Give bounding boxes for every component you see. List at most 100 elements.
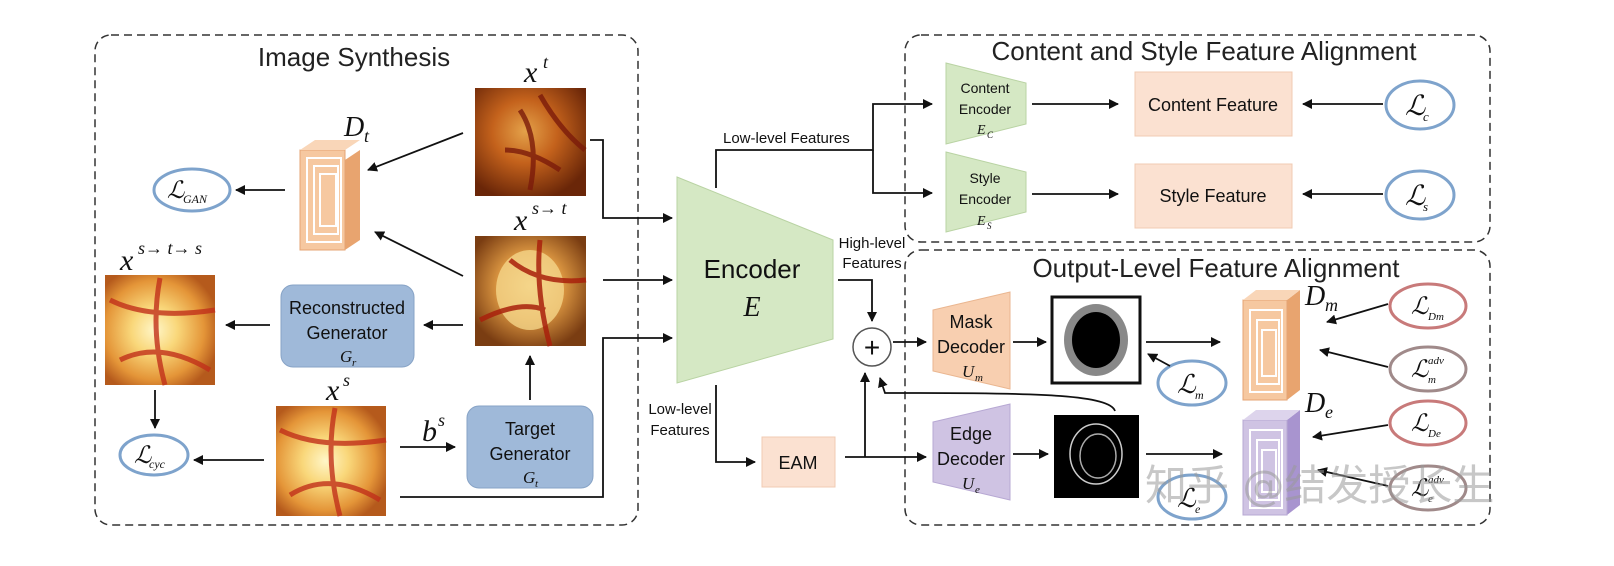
mask-decoder: Mask Decoder U m [932, 291, 1011, 390]
svg-text:e: e [1428, 493, 1433, 505]
svg-text:ℒ: ℒ [1177, 484, 1197, 513]
svg-text:x: x [325, 374, 340, 407]
svg-text:s: s [438, 410, 445, 430]
label-b-s: b s [422, 410, 445, 448]
svg-text:r: r [352, 357, 357, 369]
svg-text:cyc: cyc [149, 457, 166, 471]
label-x-t: x t [523, 52, 549, 89]
loss-e-adv: ℒ e adv [1388, 464, 1468, 512]
svg-text:Target: Target [505, 419, 555, 439]
reconstructed-generator: Reconstructed Generator G r [280, 284, 415, 369]
svg-text:Reconstructed: Reconstructed [289, 298, 405, 318]
image-x-s [276, 406, 387, 517]
svg-text:Decoder: Decoder [937, 449, 1005, 469]
svg-text:D: D [343, 112, 364, 143]
label-low-level-bottom-1: Low-level [648, 401, 711, 418]
discriminator-d-e [1242, 410, 1300, 516]
label-d-e: D e [1304, 388, 1333, 422]
label-x-st: x s→ t [513, 198, 568, 237]
svg-text:ℒ: ℒ [134, 443, 152, 469]
image-x-sts [105, 275, 216, 386]
svg-text:ℒ: ℒ [1177, 370, 1197, 399]
label-low-level-top: Low-level Features [723, 130, 850, 147]
svg-text:C: C [987, 130, 994, 140]
content-style-region [904, 34, 1491, 243]
svg-text:s: s [1423, 199, 1428, 214]
svg-text:E: E [742, 292, 760, 323]
svg-text:ℒ: ℒ [1411, 357, 1429, 383]
image-synthesis-title: Image Synthesis [258, 42, 450, 72]
fusion-plus-node: + [852, 327, 892, 367]
svg-text:EAM: EAM [778, 453, 817, 473]
svg-text:G: G [340, 347, 352, 366]
edge-decoder: Edge Decoder U e [932, 403, 1011, 501]
image-x-t [475, 88, 587, 196]
svg-text:E: E [976, 214, 986, 229]
label-d-m: D m [1304, 281, 1338, 315]
svg-text:ℒ: ℒ [1405, 181, 1426, 212]
svg-text:e: e [975, 484, 980, 496]
watermark: 知乎 @结发授长生 [1145, 461, 1494, 510]
svg-text:t: t [535, 478, 539, 490]
content-feature-box: Content Feature [1134, 71, 1293, 137]
loss-m: ℒ m [1156, 359, 1228, 407]
svg-text:m: m [1428, 374, 1436, 386]
svg-text:ℒ: ℒ [1411, 411, 1429, 437]
output-level-region [904, 249, 1491, 526]
svg-text:ℒ: ℒ [167, 178, 185, 204]
svg-text:ℒ: ℒ [1405, 91, 1426, 122]
svg-text:s: s [343, 370, 350, 390]
svg-text:Content Feature: Content Feature [1148, 95, 1278, 115]
discriminator-d-m [1242, 290, 1300, 401]
svg-text:E: E [976, 123, 986, 138]
svg-text:m: m [1325, 295, 1338, 315]
output-level-title: Output-Level Feature Alignment [1032, 253, 1400, 283]
svg-text:G: G [523, 468, 535, 487]
svg-text:D: D [1304, 281, 1325, 312]
svg-text:m: m [975, 372, 983, 384]
style-encoder: Style Encoder E S [945, 151, 1027, 233]
svg-text:Decoder: Decoder [937, 337, 1005, 357]
label-d-t: D t [343, 112, 370, 146]
svg-text:Dm: Dm [1427, 311, 1444, 323]
svg-text:t: t [364, 126, 370, 146]
style-feature-box: Style Feature [1134, 163, 1293, 229]
image-x-st [475, 236, 587, 347]
loss-m-adv: ℒ m adv [1388, 345, 1468, 393]
svg-text:Style: Style [969, 170, 1000, 186]
svg-text:Style Feature: Style Feature [1159, 186, 1266, 206]
svg-text:U: U [962, 474, 976, 493]
svg-text:Mask: Mask [949, 312, 993, 332]
svg-text:Encoder: Encoder [959, 191, 1011, 207]
svg-text:ℒ: ℒ [1411, 294, 1429, 320]
connections [150, 99, 1389, 498]
svg-text:Edge: Edge [950, 424, 992, 444]
svg-text:m: m [1195, 388, 1204, 402]
label-high-level-1: High-level [839, 235, 906, 252]
svg-text:Encoder: Encoder [704, 254, 801, 284]
image-synthesis-region [94, 34, 639, 526]
svg-text:s→ t: s→ t [532, 198, 568, 218]
mask-output-image [1050, 295, 1142, 385]
svg-text:c: c [1423, 109, 1429, 124]
loss-c: ℒ c [1384, 79, 1456, 131]
target-generator: Target Generator G t [466, 405, 594, 490]
svg-text:ℒ: ℒ [1411, 476, 1429, 502]
svg-text:Generator: Generator [306, 323, 387, 343]
svg-text:e: e [1325, 402, 1333, 422]
svg-text:Encoder: Encoder [959, 101, 1011, 117]
edge-output-image [1054, 415, 1139, 498]
loss-d-e: ℒ De [1388, 399, 1468, 447]
svg-text:e: e [1195, 502, 1201, 516]
label-x-s: x s [325, 370, 350, 407]
svg-text:S: S [987, 221, 992, 231]
svg-text:t: t [543, 52, 549, 72]
svg-text:U: U [962, 362, 976, 381]
eam-module: EAM [761, 436, 836, 488]
loss-e: ℒ e [1156, 473, 1228, 521]
svg-text:adv: adv [1428, 474, 1444, 486]
encoder-e: Encoder E [676, 176, 834, 384]
loss-d-m: ℒ Dm [1388, 282, 1468, 330]
content-encoder: Content Encoder E C [945, 62, 1027, 145]
